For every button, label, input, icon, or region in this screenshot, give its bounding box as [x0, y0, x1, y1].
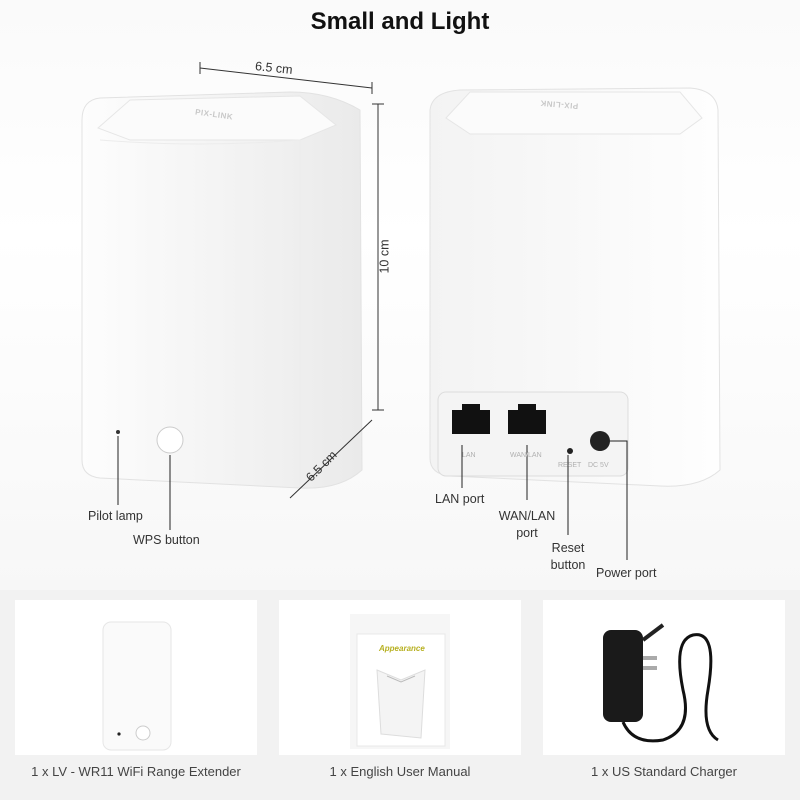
device-illustration: [81, 62, 721, 560]
pilot-lamp-icon: [116, 430, 120, 434]
reset-button-icon[interactable]: [567, 448, 573, 454]
callout-pilot-lamp: Pilot lamp: [88, 509, 143, 523]
manual-image: [350, 614, 450, 749]
extender-image: [102, 621, 172, 751]
package-item-charger: [543, 600, 785, 755]
wps-button-icon[interactable]: [156, 426, 184, 454]
callout-reset-button: Reset button: [550, 541, 586, 572]
port-label-wan-lan: WAN/LAN: [510, 452, 542, 459]
package-caption-charger: 1 x US Standard Charger: [591, 764, 737, 779]
port-label-lan: LAN: [462, 452, 476, 459]
back-device: [429, 87, 721, 560]
callout-lan-port: LAN port: [435, 492, 485, 506]
lan-port-icon: [452, 404, 490, 434]
package-item-extender: [15, 600, 257, 755]
front-device: [81, 91, 363, 530]
manual-heading: Appearance: [379, 644, 425, 653]
dimension-lines: [199, 62, 384, 499]
callout-wps-button: WPS button: [133, 533, 200, 547]
callout-wan-lan-port: WAN/LAN port: [498, 509, 556, 540]
page-title: Small and Light: [310, 8, 490, 35]
package-item-manual: Appearance: [279, 600, 521, 755]
power-port-icon: [590, 431, 610, 451]
product-showcase: Small and Light: [0, 0, 800, 590]
package-caption-manual: 1 x English User Manual: [329, 764, 471, 779]
wan-lan-port-icon: [508, 404, 546, 434]
dimension-height-label: 10 cm: [377, 239, 392, 274]
callout-power-port: Power port: [596, 566, 657, 580]
package-caption-extender: 1 x LV - WR11 WiFi Range Extender: [31, 764, 241, 779]
port-label-reset: RESET: [558, 462, 582, 469]
package-contents: 1 x LV - WR11 WiFi Range Extender Appear…: [0, 590, 800, 800]
charger-image: [603, 623, 719, 743]
port-label-dc: DC 5V: [588, 462, 609, 469]
